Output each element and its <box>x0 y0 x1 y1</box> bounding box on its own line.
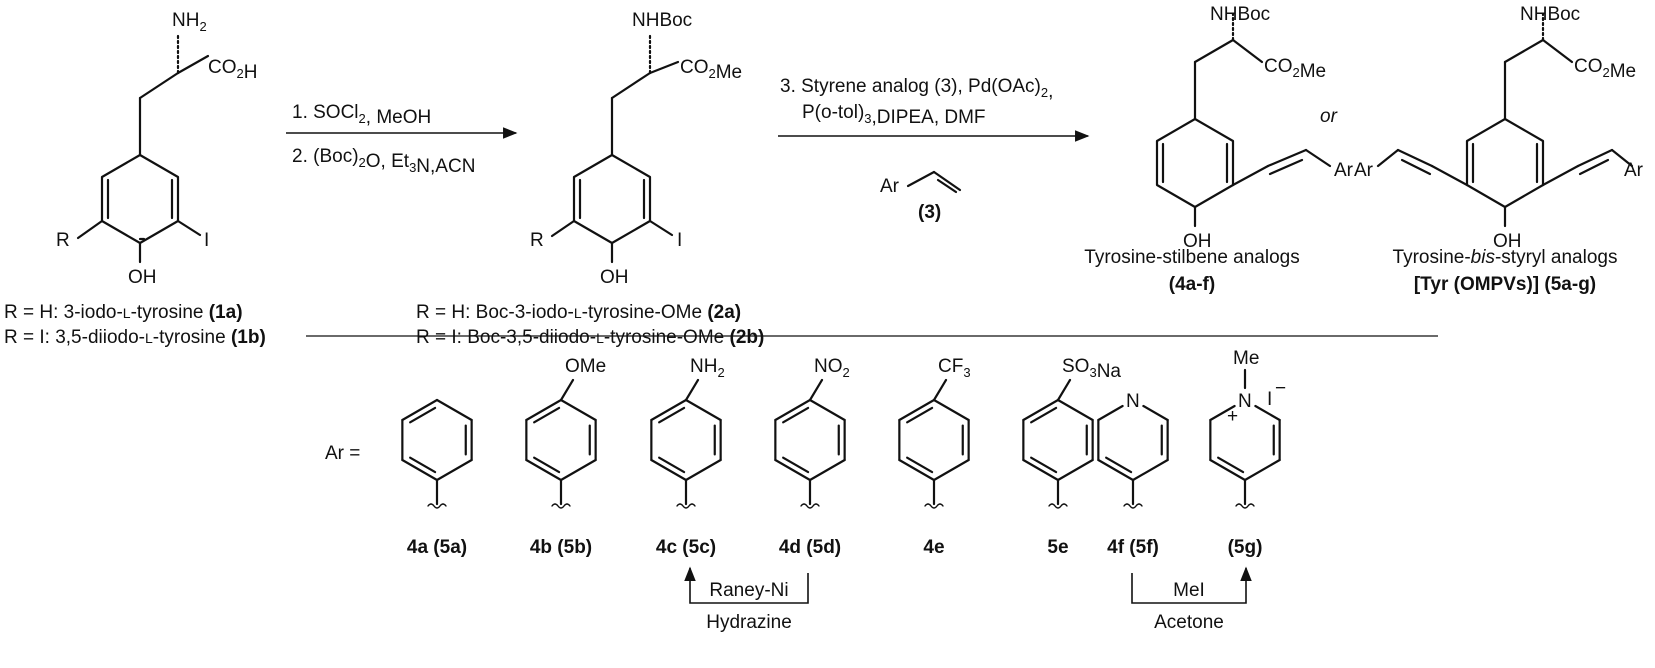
ring-2 <box>525 378 597 509</box>
compound-5-bis-styryl: NHBoc CO2Me Ar Ar OH Tyrosine-bis-styryl… <box>1354 4 1644 295</box>
compound-5-code: [Tyr (OMPVs)] (5a-g) <box>1414 274 1596 295</box>
ring-4 <box>774 378 846 509</box>
methylation-reagent: MeI <box>1173 580 1205 601</box>
pyridinium-charge: + <box>1227 406 1238 427</box>
substituent-6-label: 5e <box>1047 537 1068 558</box>
substituent-table: 4a (5a) OMe 4b (5b) NH2 4c (5c) NO2 4d (5d) CF3… <box>401 348 1286 558</box>
compound-5-hydroxyl: OH <box>1493 231 1522 252</box>
substituent-3-group: NH2 <box>690 356 725 380</box>
reduction-reagent-2: Hydrazine <box>706 612 792 633</box>
compound-4-amine: NHBoc <box>1210 4 1270 25</box>
reduction-reagent: Raney-Ni <box>709 580 788 601</box>
substituent-2-group: OMe <box>565 356 606 377</box>
methylation-solvent: Acetone <box>1154 612 1224 633</box>
compound-4-stilbene: NHBoc CO2Me Ar OH Tyrosine-stilbene anal… <box>1084 4 1353 295</box>
compound-5-ester: CO2Me <box>1574 56 1636 82</box>
compound-2b-caption: R = I: Boc-3,5-diiodo-L-tyrosine-OMe (2b… <box>416 327 764 348</box>
compound-2-amine: NHBoc <box>632 10 692 31</box>
compound-2-iodo: I <box>677 230 682 251</box>
ring-6 <box>1022 378 1094 509</box>
compound-4-code: (4a-f) <box>1169 274 1215 295</box>
compound-4-aryl: Ar <box>1334 160 1354 181</box>
substituent-3-label: 4c (5c) <box>656 537 716 558</box>
iodide-counterion: I <box>1267 389 1272 410</box>
pyridine-nitrogen: N <box>1126 391 1140 412</box>
compound-1a-caption: R = H: 3-iodo-L-tyrosine (1a) <box>4 302 243 323</box>
substituent-5-label: 4e <box>923 537 944 558</box>
substituent-1-label: 4a (5a) <box>407 537 467 558</box>
substituent-8: N Me + I− (5g) <box>1209 348 1286 558</box>
iodide-charge: − <box>1275 378 1286 399</box>
compound-2-r-group: R <box>530 230 544 251</box>
step-1-conditions: 1. SOCl2, MeOH <box>292 102 431 128</box>
compound-5-structure <box>1376 12 1634 228</box>
conversion-reduction: Raney-Ni Hydrazine <box>684 566 809 633</box>
compound-1-iodotyrosine: NH2 CO2H R I OH R = H: 3-iodo-L-tyrosine… <box>4 10 266 348</box>
substituent-7-label: 4f (5f) <box>1107 537 1159 558</box>
step-2-conditions: 2. (Boc)2O, Et3N,ACN <box>292 146 475 177</box>
reaction-arrow-1: 1. SOCl2, MeOH 2. (Boc)2O, Et3N,ACN <box>286 102 518 177</box>
compound-1-structure <box>76 32 210 264</box>
substituent-6: SO3Na 5e <box>1022 356 1121 558</box>
compound-4-caption: Tyrosine-stilbene analogs <box>1084 247 1299 268</box>
substituent-4-group: NO2 <box>814 356 850 380</box>
step-3-conditions-line2: P(o-tol)3,DIPEA, DMF <box>802 102 986 128</box>
ring-1 <box>401 398 473 509</box>
substituent-2-label: 4b (5b) <box>530 537 592 558</box>
compound-2-hydroxyl: OH <box>600 267 629 288</box>
ring-3 <box>650 378 722 509</box>
conversion-methylation: MeI Acetone <box>1131 566 1252 633</box>
ring-8 <box>1209 368 1281 509</box>
substituent-7: N 4f (5f) <box>1097 391 1169 558</box>
compound-1-hydroxyl: OH <box>128 267 157 288</box>
compound-2-boc-ester: NHBoc CO2Me R I OH R = H: Boc-3-iodo-L-t… <box>416 10 764 348</box>
substituent-4: NO2 4d (5d) <box>774 356 850 558</box>
styrene-code: (3) <box>918 202 941 223</box>
compound-1-amine: NH2 <box>172 10 207 34</box>
ring-7 <box>1097 404 1169 509</box>
compound-4-ester: CO2Me <box>1264 56 1326 82</box>
compound-5-aryl-right: Ar <box>1624 160 1644 181</box>
pyridinium-methyl: Me <box>1233 348 1259 369</box>
reaction-arrow-2: 3. Styrene analog (3), Pd(OAc)2, P(o-tol… <box>778 76 1090 223</box>
compound-1-iodo: I <box>204 230 209 251</box>
compound-2a-caption: R = H: Boc-3-iodo-L-tyrosine-OMe (2a) <box>416 302 741 323</box>
substituent-1: 4a (5a) <box>401 398 473 558</box>
compound-2-ester: CO2Me <box>680 57 742 83</box>
compound-2-structure <box>550 32 680 264</box>
compound-4-hydroxyl: OH <box>1183 231 1212 252</box>
compound-5-aryl-left: Ar <box>1354 160 1374 181</box>
ring-5 <box>898 378 970 509</box>
pyridinium-nitrogen: N <box>1238 391 1252 412</box>
compound-4-structure <box>1155 12 1332 228</box>
styrene-3-structure <box>906 170 962 194</box>
ar-equals-label: Ar = <box>325 443 360 464</box>
compound-1b-caption: R = I: 3,5-diiodo-L-tyrosine (1b) <box>4 327 266 348</box>
compound-1-acid: CO2H <box>208 57 257 83</box>
substituent-2: OMe 4b (5b) <box>525 356 606 558</box>
substituent-4-label: 4d (5d) <box>779 537 841 558</box>
substituent-5: CF3 4e <box>898 356 971 558</box>
compound-1-r-group: R <box>56 230 70 251</box>
substituent-8-label: (5g) <box>1228 537 1263 558</box>
step-3-conditions-line1: 3. Styrene analog (3), Pd(OAc)2, <box>780 76 1053 102</box>
compound-5-amine: NHBoc <box>1520 4 1580 25</box>
compound-5-caption: Tyrosine-bis-styryl analogs <box>1393 247 1618 268</box>
or-text: or <box>1320 106 1338 127</box>
substituent-3: NH2 4c (5c) <box>650 356 725 558</box>
substituent-6-group: SO3Na <box>1062 356 1121 382</box>
substituent-5-group: CF3 <box>938 356 971 380</box>
styrene-aryl: Ar <box>880 176 900 197</box>
